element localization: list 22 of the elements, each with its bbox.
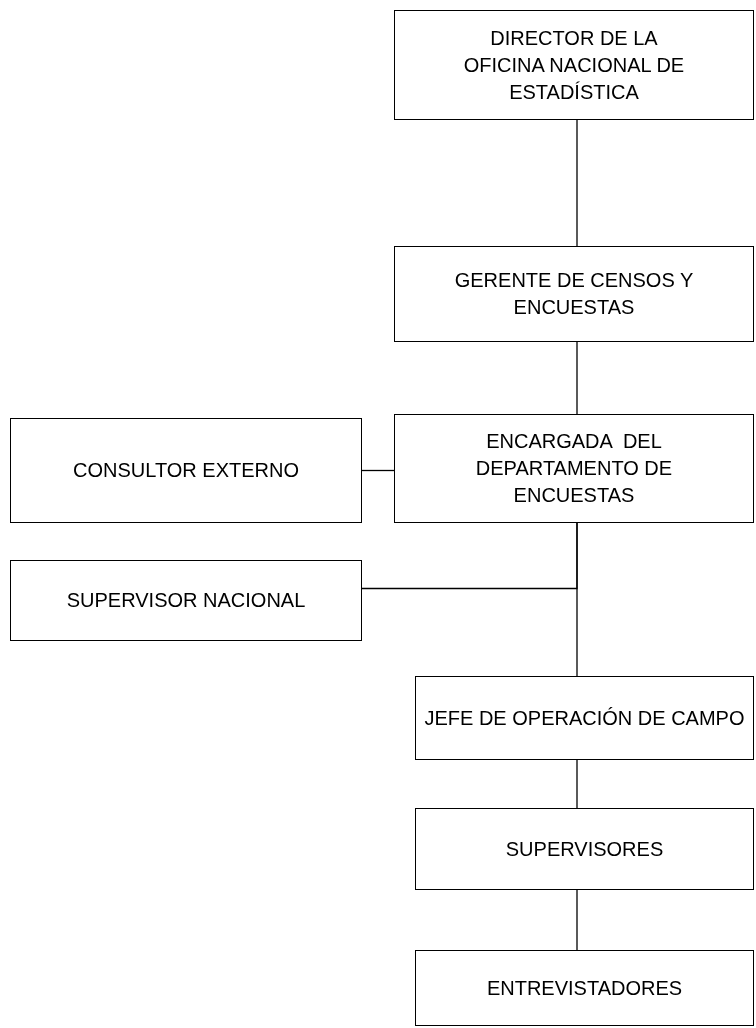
role-title: GERENTE DE CENSOS Y ENCUESTAS xyxy=(453,268,695,320)
role-title: ENCARGADA DEL DEPARTAMENTO DE ENCUESTAS xyxy=(474,429,674,508)
role-title: SUPERVISORES xyxy=(505,836,664,862)
org-box xyxy=(415,808,754,890)
connector-line xyxy=(576,889,578,951)
org-box xyxy=(415,676,754,760)
role-title: SUPERVISOR NACIONAL xyxy=(66,588,306,613)
org-box xyxy=(394,414,754,523)
connector-line xyxy=(361,469,395,472)
org-box xyxy=(10,560,362,641)
connector-line xyxy=(576,341,578,415)
org-box xyxy=(10,418,362,523)
org-box xyxy=(394,246,754,342)
role-title: CONSULTOR EXTERNO xyxy=(73,458,299,483)
connector-line xyxy=(576,759,578,809)
connector-line xyxy=(576,522,578,677)
org-box xyxy=(415,950,754,1026)
connector-line xyxy=(576,119,578,247)
role-title: JEFE DE OPERACIÓN DE CAMPO xyxy=(424,705,745,731)
role-title: ENTREVISTADORES xyxy=(486,975,683,1001)
org-box xyxy=(394,10,754,120)
role-title: DIRECTOR DE LA OFICINA NACIONAL DE ESTADÍSTICA xyxy=(462,25,686,105)
